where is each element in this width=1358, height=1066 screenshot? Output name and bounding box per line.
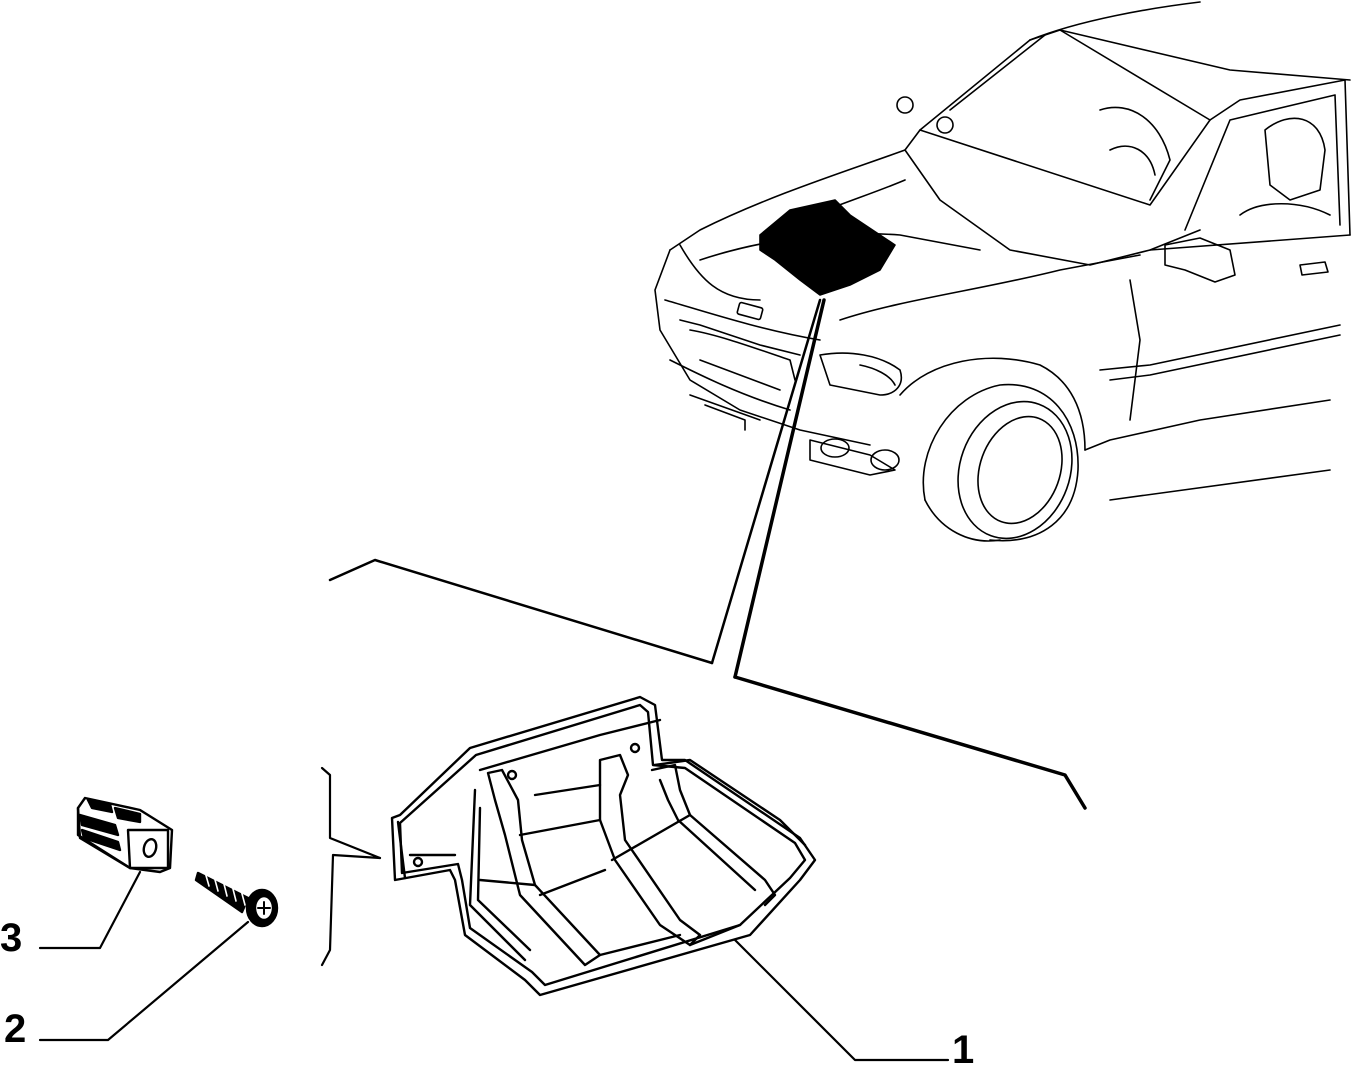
callout-leader-2 [38,920,250,1042]
part-1-engine-undershield [390,695,817,997]
zoom-leader-lines [328,298,1087,810]
hood-highlight-patch [759,199,896,296]
callout-label-3: 3 [0,916,22,960]
grouping-bracket [320,766,382,967]
callout-leader-1 [733,938,950,1062]
callout-leader-3 [38,870,142,950]
part-3-retaining-clip [76,796,174,874]
callout-label-1: 1 [952,1028,974,1066]
callout-leaders [38,870,950,1062]
part-2-screw [194,871,279,928]
callout-label-2: 2 [4,1007,26,1051]
car-illustration [654,1,1351,542]
